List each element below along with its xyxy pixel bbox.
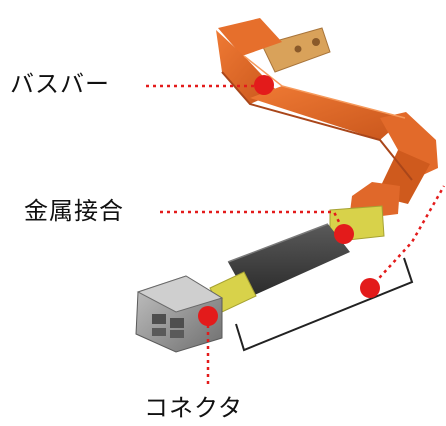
- busbar-marker-dot: [254, 75, 274, 95]
- flat-cable: [227, 223, 350, 298]
- callout-markers: [198, 75, 380, 326]
- connector-label: コネクタ: [144, 394, 244, 422]
- leader-lines: [146, 84, 446, 386]
- copper-terminal-plate: [261, 27, 331, 73]
- connector-marker-dot: [198, 306, 218, 326]
- length-bracket: [235, 257, 414, 352]
- cable-length-marker-dot: [360, 278, 380, 298]
- metal-joint-label: 金属接合: [24, 197, 124, 225]
- metal-joint-leader-line: [160, 210, 346, 233]
- cable-length-leader-line: [369, 185, 446, 289]
- busbar-label: バスバー: [10, 70, 110, 98]
- metal-joint-marker-dot: [334, 224, 354, 244]
- connector-body: [135, 275, 224, 353]
